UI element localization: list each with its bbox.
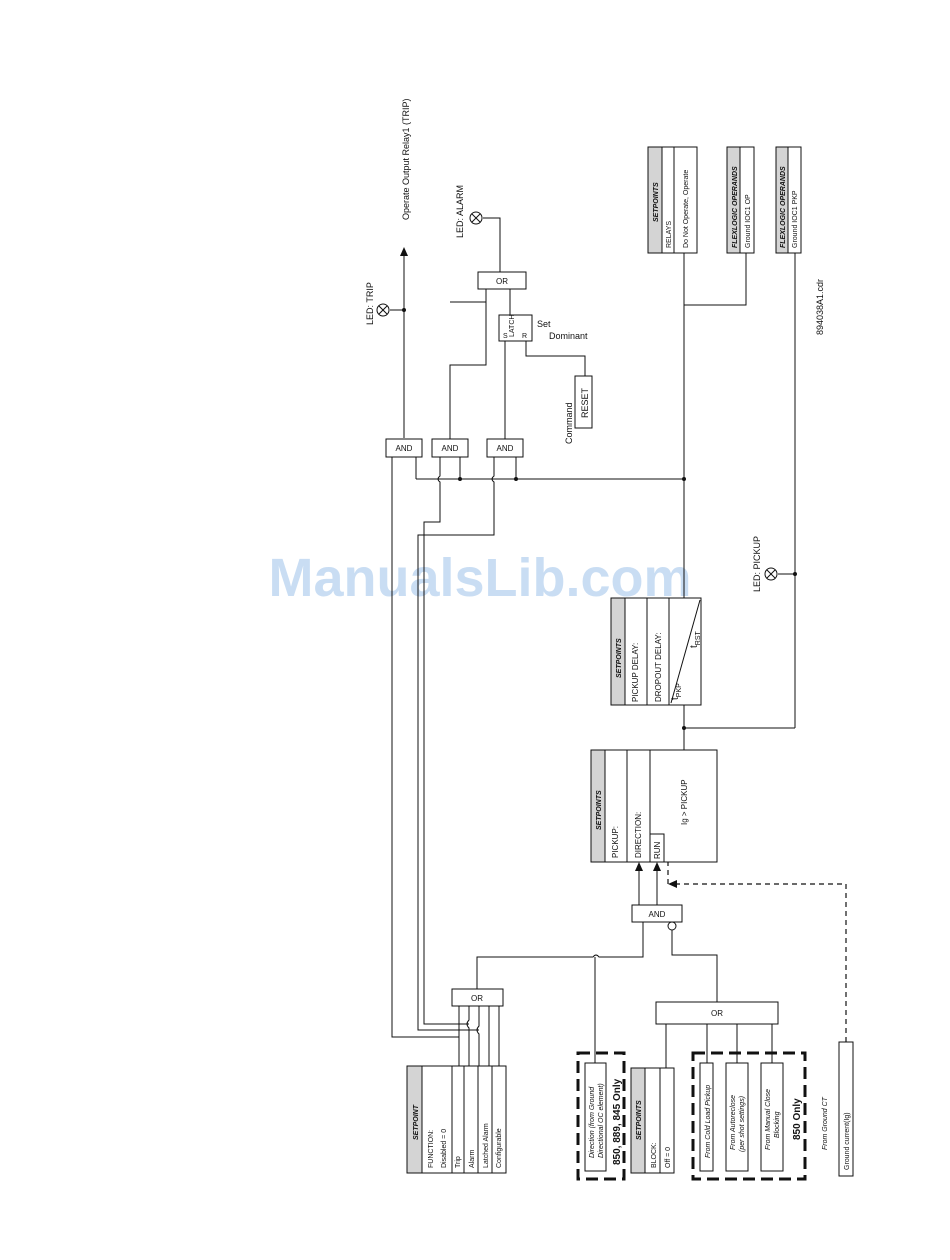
svg-text:SETPOINTS: SETPOINTS	[596, 790, 603, 830]
svg-text:Latched Alarm: Latched Alarm	[483, 1123, 490, 1168]
svg-text:Off = 0: Off = 0	[665, 1147, 672, 1168]
svg-text:PICKUP:: PICKUP:	[611, 826, 620, 858]
latch-dominant-label: Dominant	[549, 331, 588, 341]
svg-text:From Autoreclose: From Autoreclose	[730, 1095, 737, 1150]
manual-close-input	[760, 1062, 784, 1172]
or-gate-function	[451, 988, 504, 1007]
led-pickup-label: LED: PICKUP	[752, 536, 762, 592]
svg-text:From Cold Load Pickup: From Cold Load Pickup	[705, 1085, 712, 1158]
svg-text:SETPOINT: SETPOINT	[413, 1104, 420, 1140]
svg-text:LATCH: LATCH	[509, 315, 516, 337]
latch-set-label: Set	[537, 319, 551, 329]
svg-text:SETPOINTS: SETPOINTS	[636, 1100, 643, 1140]
svg-text:Trip: Trip	[455, 1156, 462, 1168]
timer-tpkp: tPKP	[670, 683, 683, 700]
svg-text:Ground current(Ig): Ground current(Ig)	[844, 1112, 851, 1170]
timer-block	[610, 597, 702, 706]
svg-text:DIRECTION:: DIRECTION:	[634, 812, 643, 858]
svg-text:Ground IOC1 OP: Ground IOC1 OP	[745, 194, 752, 248]
svg-text:Do Not Operate, Operate: Do Not Operate, Operate	[683, 170, 690, 248]
svg-text:DROPOUT DELAY:: DROPOUT DELAY:	[654, 633, 663, 703]
svg-text:AND: AND	[497, 444, 514, 453]
inputs-850-group	[691, 1051, 807, 1181]
only-850-label: 850 Only	[792, 1098, 803, 1140]
led-alarm-icon	[469, 211, 483, 225]
inverter-bubble	[667, 921, 677, 931]
led-trip-icon	[376, 303, 390, 317]
or-gate-block	[655, 1001, 779, 1025]
svg-text:OR: OR	[471, 994, 483, 1003]
and-gate-pickup	[631, 904, 683, 923]
svg-text:Blocking: Blocking	[774, 1111, 781, 1138]
svg-text:Disabled = 0: Disabled = 0	[441, 1129, 448, 1168]
svg-text:RELAYS: RELAYS	[666, 221, 673, 248]
reset-command-box[interactable]	[574, 375, 593, 429]
svg-text:AND: AND	[649, 910, 666, 919]
svg-text:Directional OC element): Directional OC element)	[598, 1083, 605, 1158]
svg-text:FUNCTION:: FUNCTION:	[428, 1130, 435, 1168]
led-alarm-label: LED: ALARM	[455, 185, 465, 238]
relay1-output-label: Operate Output Relay1 (TRIP)	[401, 98, 411, 220]
ground-current-input	[838, 1041, 854, 1177]
svg-text:SETPOINTS: SETPOINTS	[653, 182, 660, 222]
cold-load-input	[699, 1062, 714, 1172]
svg-text:SETPOINTS: SETPOINTS	[616, 638, 623, 678]
svg-text:RUN: RUN	[653, 841, 662, 859]
svg-text:AND: AND	[442, 444, 459, 453]
relay-arrow-head	[400, 247, 408, 256]
svg-text:OR: OR	[496, 277, 508, 286]
svg-text:S: S	[503, 333, 508, 340]
svg-text:From Manual Close: From Manual Close	[765, 1089, 772, 1150]
svg-text:Ground IOC1 PKP: Ground IOC1 PKP	[792, 190, 799, 248]
figure-id: 894038A1.cdr	[815, 279, 825, 335]
svg-text:PICKUP DELAY:: PICKUP DELAY:	[631, 643, 640, 702]
svg-text:Direction (from Ground: Direction (from Ground	[589, 1086, 596, 1158]
reset-command-value: RESET	[580, 387, 590, 418]
svg-text:Ig > PICKUP: Ig > PICKUP	[680, 779, 689, 825]
svg-text:Alarm: Alarm	[469, 1150, 476, 1168]
command-label: Command	[564, 402, 574, 444]
timer-trst: tRST	[689, 630, 702, 648]
svg-text:FLEXLOGIC OPERANDS: FLEXLOGIC OPERANDS	[780, 166, 787, 248]
direction-only-label: 850, 889, 845 Only	[612, 1078, 623, 1165]
svg-text:FLEXLOGIC OPERANDS: FLEXLOGIC OPERANDS	[732, 166, 739, 248]
svg-text:R: R	[522, 333, 527, 340]
svg-text:Configurable: Configurable	[496, 1128, 503, 1168]
svg-text:BLOCK:: BLOCK:	[651, 1142, 658, 1168]
svg-text:AND: AND	[396, 444, 413, 453]
svg-text:OR: OR	[711, 1009, 723, 1018]
svg-text:(per shot settings): (per shot settings)	[739, 1096, 746, 1152]
function-setpoint-block	[406, 1065, 507, 1174]
ground-ct-label: From Ground CT	[822, 1096, 829, 1150]
led-pickup-icon	[764, 567, 778, 581]
autoreclose-input	[725, 1062, 749, 1172]
or-gate-alarm	[477, 271, 527, 290]
and-gate-trip	[385, 438, 423, 458]
led-trip-label: LED: TRIP	[365, 282, 375, 325]
direction-group	[576, 1051, 626, 1181]
latch-block	[498, 314, 533, 342]
